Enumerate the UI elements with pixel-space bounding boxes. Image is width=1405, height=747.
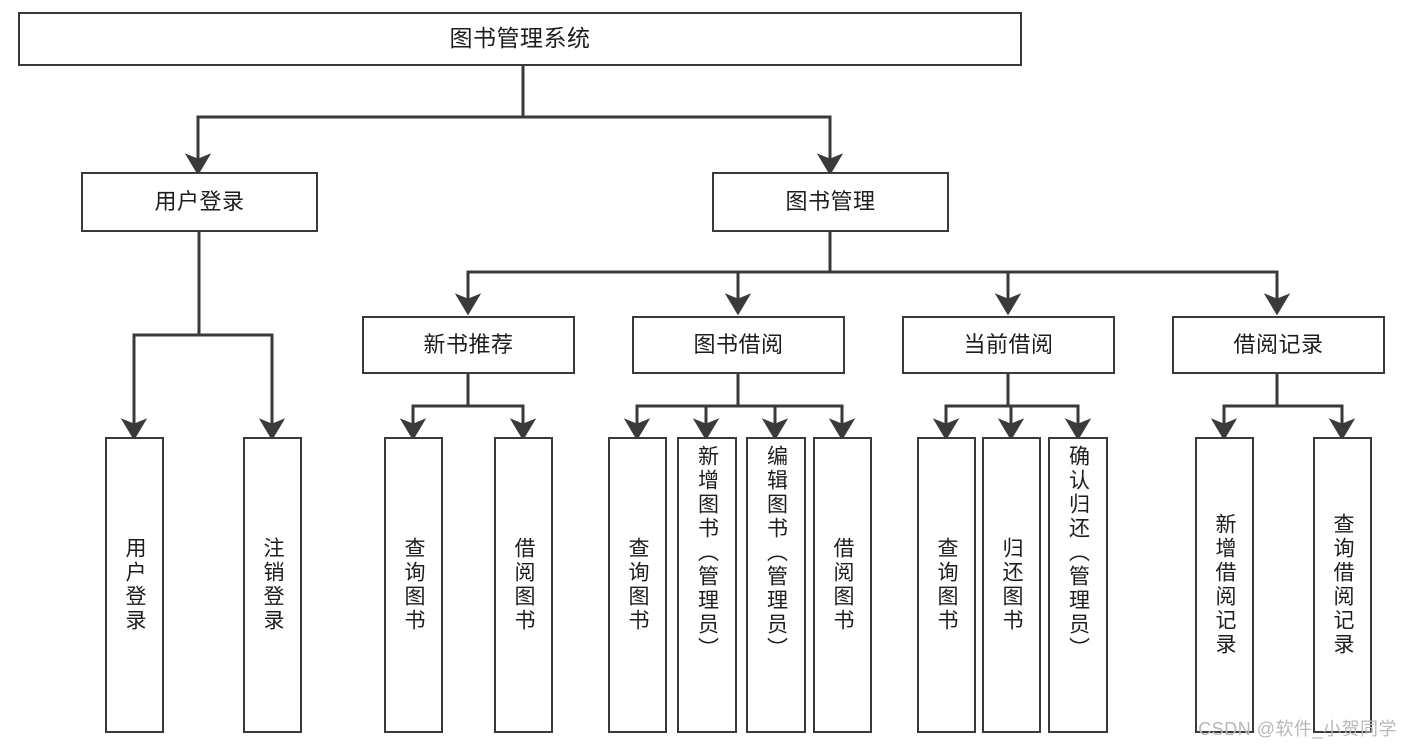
node-user-login[interactable]: 用户登录 (81, 172, 318, 232)
node-borrow-record[interactable]: 借阅记录 (1172, 316, 1385, 374)
node-leaf-return-book[interactable]: 归还图书 (982, 437, 1041, 733)
node-leaf-edit-book-label: 编辑图书（管理员） (764, 445, 788, 661)
node-new-book-recommend[interactable]: 新书推荐 (362, 316, 575, 374)
node-leaf-query-book-1-label: 查询图书 (402, 537, 425, 633)
node-book-manage-label: 图书管理 (785, 189, 876, 215)
node-leaf-borrow-book-1[interactable]: 借阅图书 (494, 437, 553, 733)
node-root[interactable]: 图书管理系统 (18, 12, 1022, 66)
node-leaf-query-book-1[interactable]: 查询图书 (384, 437, 443, 733)
node-leaf-add-book-label: 新增图书（管理员） (695, 445, 719, 661)
node-leaf-query-book-2[interactable]: 查询图书 (608, 437, 667, 733)
node-leaf-query-record[interactable]: 查询借阅记录 (1313, 437, 1372, 733)
node-leaf-edit-book[interactable]: 编辑图书（管理员） (746, 437, 806, 733)
node-leaf-user-login-label: 用户登录 (123, 537, 146, 633)
node-book-borrow[interactable]: 图书借阅 (632, 316, 845, 374)
node-leaf-query-record-label: 查询借阅记录 (1331, 513, 1354, 657)
node-book-borrow-label: 图书借阅 (693, 332, 784, 358)
node-leaf-query-book-3[interactable]: 查询图书 (917, 437, 976, 733)
node-leaf-add-record-label: 新增借阅记录 (1213, 513, 1236, 657)
node-book-manage[interactable]: 图书管理 (712, 172, 949, 232)
node-leaf-logout-login-label: 注销登录 (261, 537, 284, 633)
node-leaf-logout-login[interactable]: 注销登录 (243, 437, 302, 733)
node-current-borrow-label: 当前借阅 (963, 332, 1054, 358)
node-leaf-add-book[interactable]: 新增图书（管理员） (677, 437, 737, 733)
node-current-borrow[interactable]: 当前借阅 (902, 316, 1115, 374)
node-leaf-borrow-book-1-label: 借阅图书 (512, 537, 535, 633)
node-leaf-confirm-return-label: 确认归还（管理员） (1066, 445, 1090, 661)
node-root-label: 图书管理系统 (449, 25, 591, 52)
node-leaf-borrow-book-2-label: 借阅图书 (831, 537, 854, 633)
node-user-login-label: 用户登录 (154, 189, 245, 215)
node-leaf-return-book-label: 归还图书 (1000, 537, 1023, 633)
node-leaf-user-login[interactable]: 用户登录 (105, 437, 164, 733)
node-leaf-add-record[interactable]: 新增借阅记录 (1195, 437, 1254, 733)
node-leaf-borrow-book-2[interactable]: 借阅图书 (813, 437, 872, 733)
node-borrow-record-label: 借阅记录 (1233, 332, 1324, 358)
node-new-book-recommend-label: 新书推荐 (423, 332, 514, 358)
node-leaf-confirm-return[interactable]: 确认归还（管理员） (1048, 437, 1108, 733)
node-leaf-query-book-2-label: 查询图书 (626, 537, 649, 633)
node-leaf-query-book-3-label: 查询图书 (935, 537, 958, 633)
